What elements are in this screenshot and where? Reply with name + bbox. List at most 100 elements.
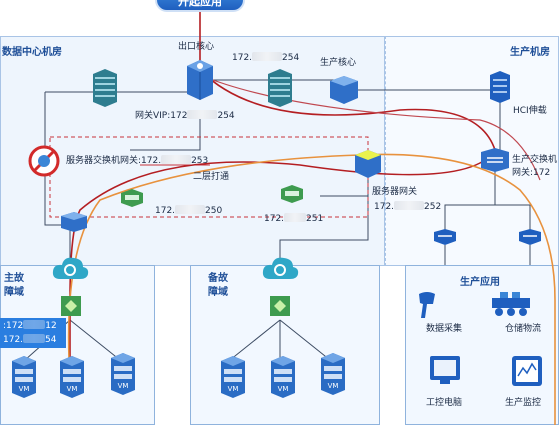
prod-room-title: 生产机房: [510, 47, 550, 58]
primary-ip1-suffix: 12: [45, 321, 57, 331]
vm-server-graphic: VM: [111, 353, 135, 395]
primary-ip-callout: :172 12 172. 54: [0, 318, 66, 348]
vm-label: VM: [118, 382, 129, 390]
vm-server-graphic: VM: [321, 353, 345, 395]
vm-server-graphic: VM: [12, 356, 36, 398]
primary-cloud-icon: [52, 257, 89, 279]
ip-250-label: 172. 250: [155, 205, 222, 217]
link-prod-switch-apps: [444, 165, 531, 230]
industrial-pc-icon[interactable]: [428, 354, 462, 386]
srv-switch-gw-label: 服务器交换机网关:172. 253: [66, 155, 208, 167]
dc-room-title: 数据中心机房: [2, 47, 62, 58]
l2-link-label: 二层打通: [193, 172, 230, 182]
gw-vip-suffix: 254: [217, 111, 235, 121]
primary-ip2-prefix: 172.: [3, 335, 24, 345]
primary-domain-line1: 主故: [4, 273, 24, 284]
masked-ip-segment: [161, 155, 192, 164]
egress-core-label: 出口核心: [178, 42, 215, 52]
backup-domain-region: [190, 265, 380, 425]
masked-ip-segment: [175, 205, 206, 214]
primary-hypervisor-icon[interactable]: [59, 294, 83, 318]
open-app-button[interactable]: 开起应用: [155, 0, 245, 12]
hci-server-icon[interactable]: [487, 70, 513, 104]
srv-gateway-switch-icon[interactable]: [352, 148, 384, 180]
egress-ip-prefix: 172.: [232, 53, 253, 63]
vm-server-graphic: VM: [271, 356, 295, 398]
link-gw-to-srv-switch: [130, 110, 201, 151]
link-srv-gw-down: [279, 180, 369, 265]
vm-server-graphic: VM: [221, 356, 245, 398]
warehouse-logistics-icon[interactable]: [490, 290, 532, 318]
backup-domain-title: 备故 障域: [208, 272, 228, 300]
srv-access-switch-icon[interactable]: [58, 210, 90, 234]
primary-domain-title: 主故 障域: [4, 272, 24, 300]
ip-251-suffix: 251: [306, 214, 324, 224]
egress-ip-label: 172. 254: [232, 52, 299, 64]
primary-ip1-prefix: :172: [3, 321, 24, 331]
vm-server-icon[interactable]: VM: [57, 355, 87, 403]
vm-label: VM: [228, 385, 239, 393]
backup-cloud-icon: [262, 257, 299, 279]
gw-vip-prefix: 网关VIP:172: [135, 111, 188, 121]
backup-domain-line2: 障域: [208, 287, 228, 298]
red-return-path: [199, 74, 541, 181]
vm-server-icon[interactable]: VM: [108, 352, 138, 400]
vm-server-icon[interactable]: VM: [9, 355, 39, 403]
egress-core-switch-icon[interactable]: [183, 58, 217, 102]
red-traffic-path: [69, 10, 496, 380]
backup-hypervisor-icon[interactable]: [268, 294, 292, 318]
hci-label: HCI伸载: [513, 106, 547, 116]
backup-domain-line1: 备故: [208, 273, 228, 284]
production-monitor-icon[interactable]: [510, 354, 544, 388]
app-label-production-monitor: 生产监控: [505, 398, 542, 408]
link-apps-down: [444, 245, 531, 265]
ip-250-prefix: 172.: [155, 206, 176, 216]
prod-access-switch-1-icon[interactable]: [432, 228, 458, 246]
prod-gw-label: 网关:172: [512, 168, 551, 178]
masked-ip-segment: [187, 110, 218, 119]
app-label-data-collection: 数据采集: [426, 324, 463, 334]
masked-ip-segment: [23, 334, 46, 343]
srv-gw-ip-prefix: 172.: [374, 202, 395, 212]
prod-core-switch-icon[interactable]: [327, 74, 361, 106]
link-backup-vms: [229, 319, 331, 361]
prod-apps-region: [405, 265, 559, 425]
vm-server-icon[interactable]: VM: [318, 352, 348, 400]
vm-label: VM: [19, 385, 30, 393]
ip-251-switch-icon[interactable]: [279, 184, 305, 204]
ip-250-switch-icon[interactable]: [119, 188, 145, 208]
primary-ip2-suffix: 54: [45, 335, 57, 345]
srv-switch-gw-prefix: 服务器交换机网关:172.: [66, 156, 162, 166]
dc-server-rack-icon: [93, 69, 117, 107]
srv-gw-label: 服务器网关: [372, 187, 418, 197]
app-label-industrial-pc: 工控电脑: [426, 398, 463, 408]
open-app-button-label: 开起应用: [178, 0, 222, 8]
srv-gw-ip-label: 172. 252: [374, 201, 441, 213]
orange-backup-path: [67, 153, 556, 425]
ip-251-label: 172. 251: [264, 213, 323, 225]
ip-251-prefix: 172.: [264, 214, 285, 224]
primary-domain-line2: 障域: [4, 287, 24, 298]
data-collection-scanner-icon[interactable]: [415, 290, 439, 320]
srv-gw-ip-suffix: 252: [424, 202, 442, 212]
masked-ip-segment: [284, 213, 307, 222]
vm-label: VM: [278, 385, 289, 393]
masked-ip-segment: [394, 201, 425, 210]
vm-label: VM: [328, 382, 339, 390]
egress-server-rack-icon: [268, 69, 292, 107]
app-label-warehouse: 仓储物流: [505, 324, 542, 334]
prod-switch-icon[interactable]: [478, 146, 512, 174]
ip-250-suffix: 250: [205, 206, 223, 216]
masked-ip-segment: [23, 320, 46, 329]
prod-core-label: 生产核心: [320, 58, 357, 68]
gw-vip-label: 网关VIP:172 254: [135, 110, 235, 122]
vm-server-icon[interactable]: VM: [268, 355, 298, 403]
srv-switch-gw-suffix: 253: [191, 156, 209, 166]
egress-ip-suffix: 254: [282, 53, 300, 63]
blocked-device-icon: [28, 145, 60, 177]
prod-access-switch-2-icon[interactable]: [517, 228, 543, 246]
prod-apps-title: 生产应用: [460, 277, 500, 288]
vm-server-graphic: VM: [60, 356, 84, 398]
vm-server-icon[interactable]: VM: [218, 355, 248, 403]
